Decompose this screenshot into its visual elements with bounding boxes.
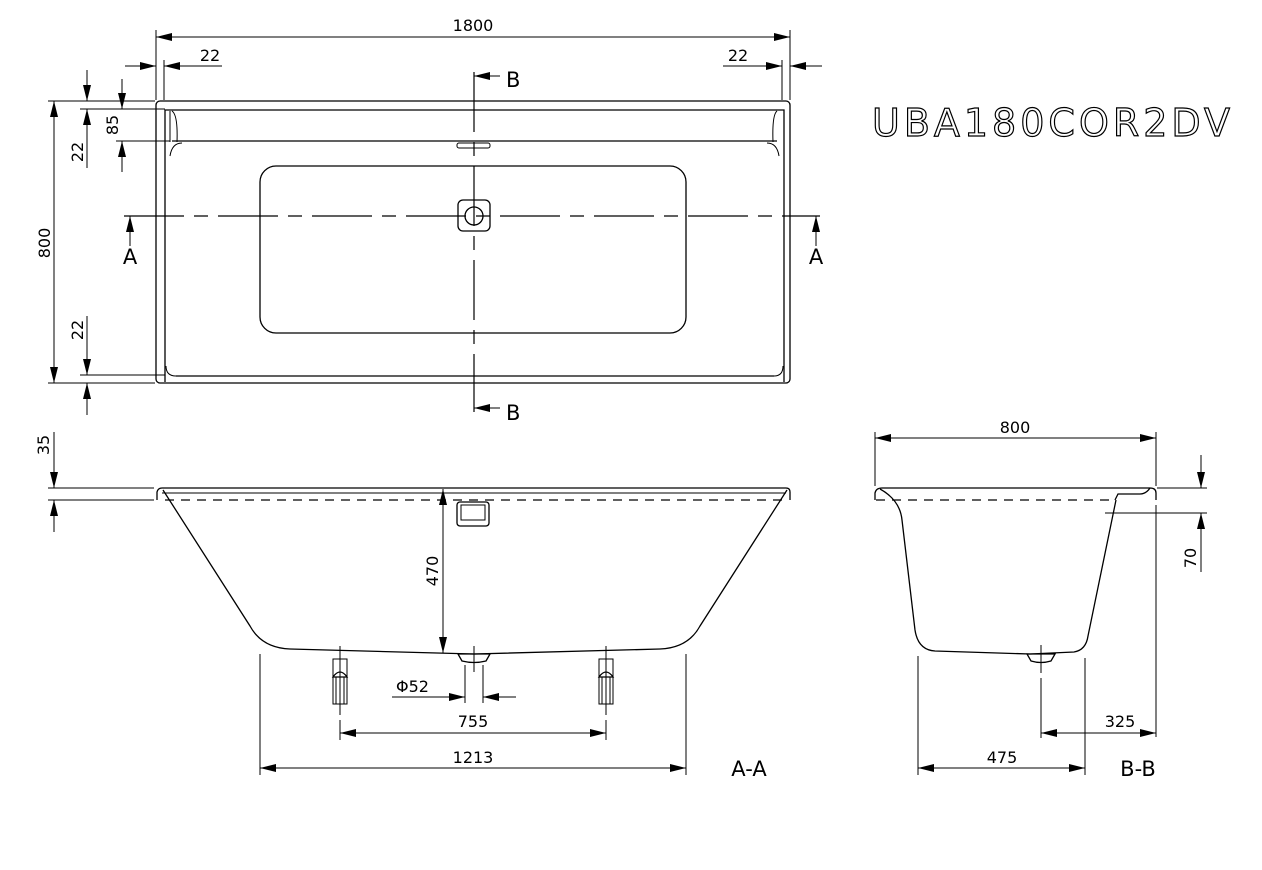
dim-rim-left: 22	[200, 46, 220, 65]
dim-rim-top: 22	[68, 142, 87, 162]
dim-bottom-width: 475	[987, 748, 1018, 767]
model-code: UBA180COR2DV	[872, 101, 1234, 145]
tub-outer-outline	[155, 100, 791, 384]
section-b-label-bottom: B	[506, 401, 520, 425]
dim-bottom-length: 1213	[453, 748, 494, 767]
dim-rim-bottom: 22	[68, 320, 87, 340]
dim-depth: 470	[423, 556, 442, 587]
tub-body-profile	[162, 489, 788, 655]
plan-view: A A B B 1800 22 22 800 22	[35, 16, 824, 425]
section-a-a-view: 35 470 Φ52 755 1213 A-A	[34, 432, 791, 781]
dim-drain-diameter: Φ52	[396, 677, 429, 696]
rim-profile	[156, 487, 791, 500]
dim-overall-width: 800	[35, 228, 54, 259]
rim-profile-b	[874, 487, 1157, 500]
section-b-b-view: 800 70 325 475 B-B	[874, 418, 1207, 781]
dim-foot-spacing: 755	[458, 712, 489, 731]
basin-outline	[259, 165, 687, 334]
dim-ledge-drop: 70	[1181, 548, 1200, 568]
section-b-b-title: B-B	[1120, 757, 1156, 781]
drain-fitting-b	[1025, 653, 1057, 664]
dim-overall-length: 1800	[453, 16, 494, 35]
foot-right	[597, 646, 615, 715]
dim-rim-height: 35	[34, 435, 53, 455]
section-b-label-top: B	[506, 68, 520, 92]
dim-drain-offset: 325	[1105, 712, 1136, 731]
ledge-profile-b	[1114, 487, 1151, 501]
dim-rim-right: 22	[728, 46, 748, 65]
section-a-label-left: A	[123, 245, 138, 269]
foot-left	[331, 646, 349, 715]
tub-body-profile-b	[879, 488, 1117, 655]
drain-fitting	[456, 653, 492, 664]
dim-ledge-depth: 85	[103, 115, 122, 135]
section-a-label-right: A	[809, 245, 824, 269]
overflow-icon	[456, 501, 490, 527]
section-a-a-title: A-A	[731, 757, 767, 781]
dim-width-b: 800	[1000, 418, 1031, 437]
